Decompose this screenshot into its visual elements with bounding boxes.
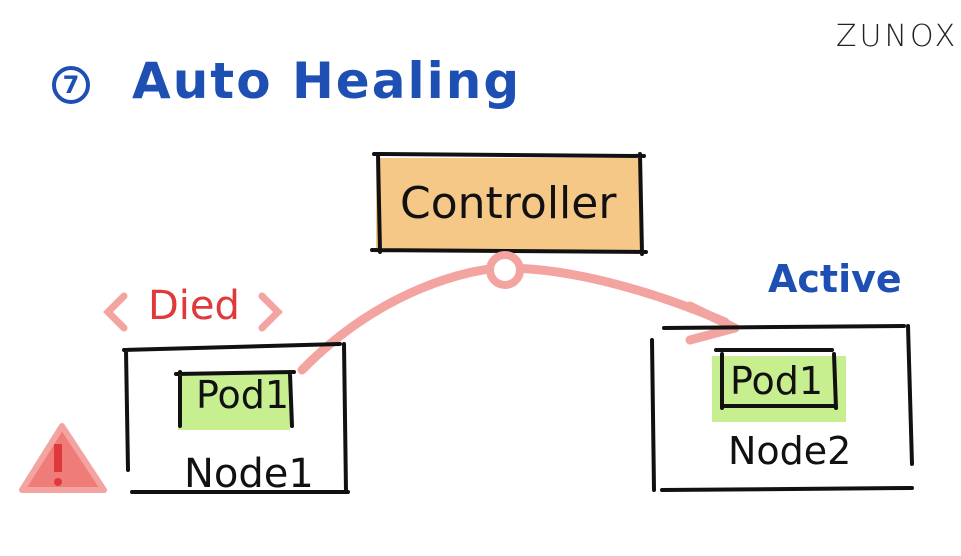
died-status-label: Died bbox=[148, 283, 240, 329]
node2-pod-label: Pod1 bbox=[730, 359, 824, 403]
arrow-head bbox=[685, 301, 740, 345]
pod2-border bbox=[714, 348, 838, 410]
node1-box bbox=[122, 342, 350, 494]
node2-box bbox=[650, 324, 914, 492]
warning-exclamation-dot bbox=[54, 478, 62, 486]
title-number-badge: 7 bbox=[52, 66, 90, 104]
controller-label: Controller bbox=[400, 178, 617, 229]
node1-label: Node1 bbox=[184, 451, 314, 497]
controller-border bbox=[370, 152, 648, 256]
node1-pod-label: Pod1 bbox=[196, 373, 290, 417]
warning-triangle-icon bbox=[19, 423, 107, 493]
node2-label: Node2 bbox=[728, 429, 852, 473]
died-bracket-left bbox=[103, 292, 128, 332]
pod1-fill bbox=[178, 372, 290, 430]
page-title: Auto Healing bbox=[132, 52, 522, 110]
warning-exclamation-bar bbox=[54, 444, 62, 472]
died-bracket-right bbox=[258, 292, 283, 332]
controller-link-node bbox=[486, 251, 524, 289]
pod2-fill bbox=[712, 356, 846, 422]
author-signature: ZUNOX1 bbox=[836, 19, 961, 54]
pod1-border bbox=[174, 370, 296, 428]
active-status-label: Active bbox=[768, 257, 902, 301]
controller-box bbox=[376, 158, 640, 250]
